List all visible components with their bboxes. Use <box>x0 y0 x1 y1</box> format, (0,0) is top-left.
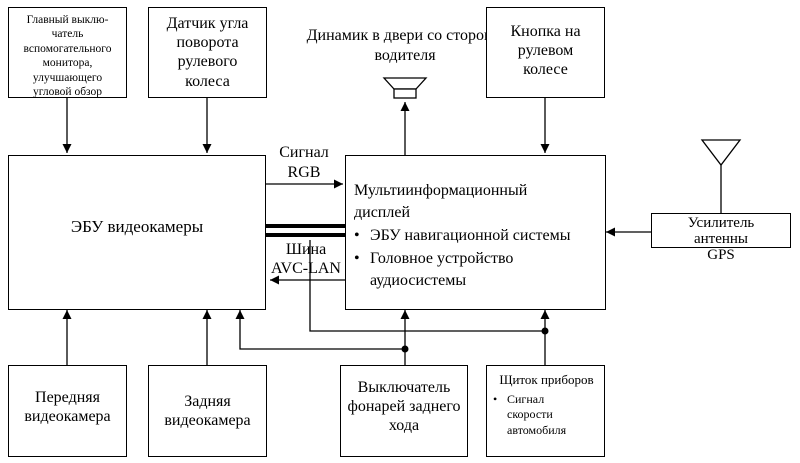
main-monitor-switch-label: Главный выклю-чатель вспомогательного мо… <box>23 14 112 98</box>
front-camera-block: Передняя видеокамера <box>8 365 127 457</box>
mid-list-item-label: ЭБУ навигационной системы <box>370 227 571 244</box>
gps-antenna-amplifier-label: Усилитель антенны GPS <box>687 215 755 264</box>
rear-camera-block: Задняя видеокамера <box>148 365 267 457</box>
gps-antenna-amplifier-block: Усилитель антенны GPS <box>651 213 791 263</box>
multi-info-display-block: Мультиинформационный дисплей • ЭБУ навига… <box>345 155 606 310</box>
steering-button-block: Кнопка на рулевом колесе <box>486 7 605 98</box>
bullet-icon: • <box>354 250 360 267</box>
line-reverse-to-ecu <box>235 310 405 350</box>
camera-ecu-block: ЭБУ видеокамеры <box>8 155 266 310</box>
rgb-signal-label: Сигнал RGB <box>279 144 329 181</box>
instrument-panel-block: Щиток приборов • Сигнал скорости автомоб… <box>486 365 605 457</box>
bullet-icon: • <box>354 227 360 244</box>
reverse-lamp-switch-label: Выключатель фонарей заднего хода <box>347 379 461 435</box>
steering-angle-sensor-block: Датчик угла поворота рулевого колеса <box>148 7 267 98</box>
junction-dot <box>401 345 409 353</box>
bullet-icon: • <box>493 392 498 406</box>
mid-list-item: • ЭБУ навигационной системы <box>354 225 599 247</box>
mid-list-item: • Головное устройство аудиосистемы <box>354 248 590 292</box>
instrument-panel-item: • Сигнал скорости автомобиля <box>493 392 598 438</box>
line-instrument-to-ecu <box>309 240 545 332</box>
front-camera-label: Передняя видеокамера <box>24 389 111 426</box>
antenna-icon <box>700 139 742 167</box>
instrument-panel-title: Щиток приборов <box>499 372 594 387</box>
mid-list-item-label: Головное устройство аудиосистемы <box>370 250 514 290</box>
camera-ecu-label: ЭБУ видеокамеры <box>70 217 204 236</box>
avc-lan-label: Шина AVC-LAN <box>271 241 341 277</box>
main-monitor-switch-block: Главный выклю-чатель вспомогательного мо… <box>8 7 127 98</box>
steering-angle-sensor-label: Датчик угла поворота рулевого колеса <box>166 15 249 90</box>
speaker-label: Динамик в двери со стороны водителя <box>306 27 504 64</box>
steering-button-label: Кнопка на рулевом колесе <box>510 23 581 79</box>
rear-camera-label: Задняя видеокамера <box>164 393 251 430</box>
multi-info-display-title: Мультиинформационный дисплей <box>354 182 528 222</box>
instrument-panel-item-label: Сигнал скорости автомобиля <box>507 392 567 437</box>
junction-dot <box>541 327 549 335</box>
reverse-lamp-switch-block: Выключатель фонарей заднего хода <box>340 365 468 457</box>
speaker-icon <box>382 77 428 99</box>
